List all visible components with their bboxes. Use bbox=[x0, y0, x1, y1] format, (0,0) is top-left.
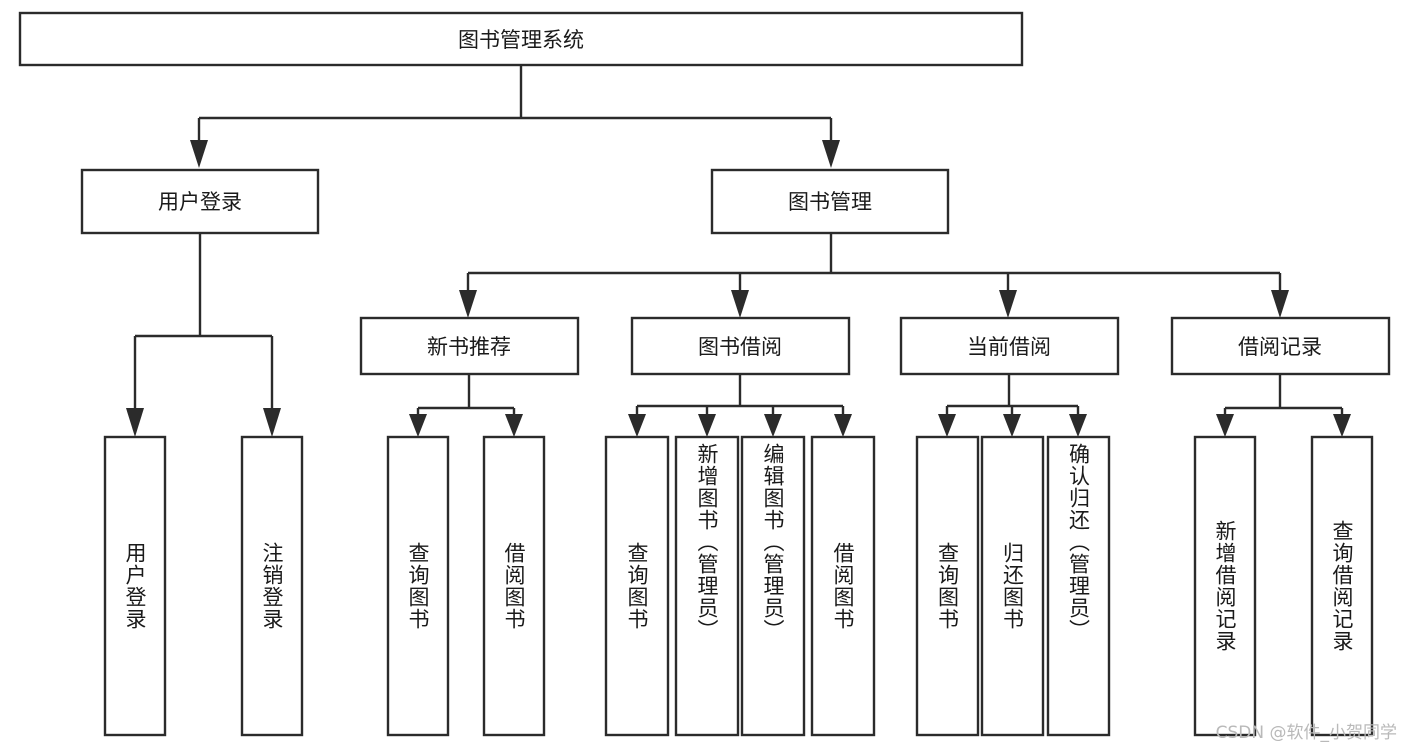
edge-group-bookborrow-to-leaves bbox=[628, 374, 852, 437]
leaf-box-add-record[interactable] bbox=[1193, 435, 1257, 737]
arrowhead-to-new-book-rec bbox=[459, 290, 477, 318]
leaf-box-edit-book[interactable] bbox=[740, 435, 806, 737]
arrowhead-to-book-borrow bbox=[731, 290, 749, 318]
node-box-current-borrow[interactable] bbox=[899, 316, 1120, 376]
edge-group-userlogin-to-leaves bbox=[126, 233, 281, 437]
arrowhead-leaf-edit-book bbox=[764, 414, 782, 437]
node-box-borrow-record[interactable] bbox=[1170, 316, 1391, 376]
arrowhead-leaf-return-book bbox=[1003, 414, 1021, 437]
edge-group-newbook-to-leaves bbox=[409, 374, 523, 437]
node-label-current-borrow: 当前借阅 bbox=[967, 335, 1051, 359]
node-label-user-login: 用户登录 bbox=[158, 190, 242, 214]
leaf-box-group bbox=[103, 435, 1374, 737]
node-label-new-book-recommend: 新书推荐 bbox=[427, 335, 511, 359]
edge-group-currentborrow-to-leaves bbox=[938, 374, 1087, 437]
leaf-box-user-login[interactable] bbox=[103, 435, 167, 737]
arrowhead-leaf-borrow-book-1 bbox=[505, 414, 523, 437]
node-root[interactable]: 图书管理系统 bbox=[18, 11, 1024, 67]
leaf-box-borrow-book-2[interactable] bbox=[810, 435, 876, 737]
edge-group-root-to-level2 bbox=[190, 65, 840, 168]
arrowhead-leaf-query-record bbox=[1333, 414, 1351, 437]
node-box-user-login[interactable] bbox=[80, 168, 320, 235]
leaf-box-add-book[interactable] bbox=[674, 435, 740, 737]
arrowhead-leaf-query-book-3 bbox=[938, 414, 956, 437]
edge-group-borrowrecord-to-leaves bbox=[1216, 374, 1351, 437]
arrowhead-to-book-mgmt bbox=[822, 140, 840, 168]
arrowhead-leaf-user-login bbox=[126, 408, 144, 437]
arrowhead-leaf-borrow-book-2 bbox=[834, 414, 852, 437]
node-current-borrow[interactable]: 当前借阅 bbox=[899, 316, 1120, 376]
node-box-book-management[interactable] bbox=[710, 168, 950, 235]
root-box[interactable] bbox=[18, 11, 1024, 67]
node-label-book-management: 图书管理 bbox=[788, 190, 872, 214]
arrowhead-to-borrow-record bbox=[1271, 290, 1289, 318]
arrowhead-leaf-confirm-return bbox=[1069, 414, 1087, 437]
node-user-login[interactable]: 用户登录 bbox=[80, 168, 320, 235]
node-label-book-borrow: 图书借阅 bbox=[698, 335, 782, 359]
arrowhead-to-current-borrow bbox=[999, 290, 1017, 318]
node-book-management[interactable]: 图书管理 bbox=[710, 168, 950, 235]
leaf-box-return-book[interactable] bbox=[980, 435, 1045, 737]
arrowhead-leaf-logout bbox=[263, 408, 281, 437]
node-box-book-borrow[interactable] bbox=[630, 316, 851, 376]
arrowhead-to-user-login bbox=[190, 140, 208, 168]
leaf-box-logout[interactable] bbox=[240, 435, 304, 737]
edge-group-bookmgmt-to-level3 bbox=[459, 233, 1289, 318]
leaf-box-query-book-3[interactable] bbox=[915, 435, 980, 737]
node-label-borrow-record: 借阅记录 bbox=[1238, 335, 1322, 359]
leaf-box-borrow-book-1[interactable] bbox=[482, 435, 546, 737]
arrowhead-leaf-query-book-1 bbox=[409, 414, 427, 437]
leaf-box-query-book-1[interactable] bbox=[386, 435, 450, 737]
leaf-box-query-book-2[interactable] bbox=[604, 435, 670, 737]
node-borrow-record[interactable]: 借阅记录 bbox=[1170, 316, 1391, 376]
leaf-box-confirm-return[interactable] bbox=[1046, 435, 1111, 737]
root-label: 图书管理系统 bbox=[458, 28, 584, 52]
node-box-new-book-recommend[interactable] bbox=[359, 316, 580, 376]
node-book-borrow[interactable]: 图书借阅 bbox=[630, 316, 851, 376]
leaf-box-query-record[interactable] bbox=[1310, 435, 1374, 737]
node-new-book-recommend[interactable]: 新书推荐 bbox=[359, 316, 580, 376]
watermark-text: CSDN @软件_小贺同学 bbox=[1215, 723, 1397, 743]
arrowhead-leaf-add-record bbox=[1216, 414, 1234, 437]
arrowhead-leaf-add-book bbox=[698, 414, 716, 437]
arrowhead-leaf-query-book-2 bbox=[628, 414, 646, 437]
